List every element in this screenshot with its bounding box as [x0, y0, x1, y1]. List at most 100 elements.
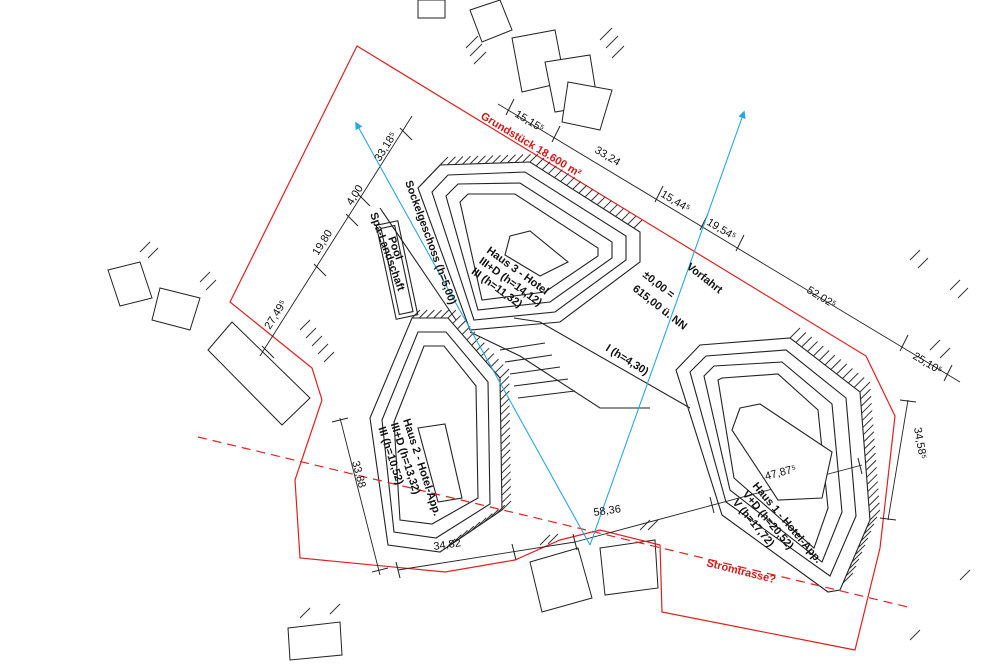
- slope-hatch: [500, 449, 511, 460]
- slope-hatch: [499, 375, 510, 386]
- slope-hatch: [830, 359, 842, 370]
- slope-hatch: [499, 390, 510, 401]
- slope-hatch: [584, 188, 594, 198]
- slope-hatch: [572, 180, 582, 190]
- slope-hatch: [824, 354, 836, 366]
- dim-33-24: 33,24: [592, 144, 622, 168]
- neighbor-buildings: [107, 0, 659, 661]
- slope-hatch: [514, 154, 524, 163]
- slope-hatch: [836, 363, 848, 375]
- slope-hatch: [499, 383, 510, 394]
- slope-hatch: [842, 368, 853, 379]
- slope-hatch: [845, 565, 857, 577]
- slope-hatch: [590, 192, 600, 202]
- slope-hatch: [863, 431, 875, 443]
- slope-hatch: [818, 350, 830, 361]
- slope-hatch: [578, 184, 588, 194]
- slope-hatch: [801, 336, 813, 348]
- slope-hatch: [789, 327, 801, 339]
- slope-hatch: [621, 211, 631, 221]
- slope-hatch: [867, 488, 879, 500]
- slope-hatch: [470, 521, 481, 532]
- slope-hatch: [469, 155, 479, 165]
- slope-hatch: [859, 381, 871, 393]
- slope-hatch: [853, 377, 865, 388]
- haus-3-hatching: [417, 153, 643, 229]
- slope-hatch: [494, 364, 504, 373]
- slope-hatch: [501, 471, 511, 482]
- dim-34-58: 34,58⁵: [911, 426, 928, 460]
- haus-3-core: [504, 230, 570, 277]
- haus-1-footprint: [675, 337, 871, 593]
- slope-hatch: [501, 478, 512, 489]
- neighbor-hatching: [139, 27, 971, 641]
- slope-hatch: [596, 196, 606, 206]
- slope-hatch: [501, 463, 511, 474]
- slope-hatch: [495, 504, 506, 515]
- slope-hatch: [484, 155, 494, 164]
- dimension-ticks: [261, 98, 953, 579]
- slope-hatch: [500, 405, 510, 416]
- slope-hatch: [866, 516, 878, 528]
- slope-hatch: [500, 456, 511, 467]
- connector-label: I (h=4,30): [603, 342, 650, 378]
- dim-33-18: 33,18⁵: [372, 130, 399, 164]
- slope-hatch: [426, 309, 435, 319]
- slope-hatch: [860, 530, 872, 542]
- slope-hatch: [867, 481, 879, 492]
- slope-hatch: [471, 336, 480, 346]
- slope-hatch: [489, 509, 499, 519]
- slope-hatch: [492, 154, 501, 164]
- slope-hatch: [861, 410, 873, 421]
- haus-2-core: [417, 423, 463, 503]
- slope-hatch: [807, 341, 818, 352]
- slope-hatch: [812, 345, 824, 357]
- slope-hatch: [609, 204, 618, 213]
- slope-hatch: [500, 412, 511, 423]
- slope-hatch: [452, 534, 462, 544]
- slope-hatch: [433, 309, 442, 319]
- slope-hatch: [854, 544, 866, 556]
- slope-hatch: [529, 153, 539, 163]
- slope-hatch: [464, 525, 475, 536]
- slope-hatch: [864, 438, 875, 450]
- slope-hatch: [627, 215, 637, 225]
- slope-hatch: [501, 485, 512, 496]
- slope-hatch: [500, 397, 510, 408]
- slope-hatch: [869, 502, 880, 514]
- slope-hatch: [485, 353, 495, 362]
- dim-25-10: 25,10⁵: [910, 350, 944, 377]
- slope-hatch: [861, 402, 873, 414]
- power-line-label: Stromtrasse?: [705, 557, 777, 586]
- dim-58-36: 58,36: [593, 503, 622, 519]
- power-line: [197, 436, 913, 609]
- slope-hatch: [560, 173, 569, 182]
- slope-hatch: [418, 309, 428, 319]
- slope-hatch: [507, 154, 516, 164]
- haus-1-core: [731, 403, 833, 501]
- dim-19-54: 19,54⁵: [704, 216, 738, 243]
- slope-hatch: [500, 427, 511, 438]
- slope-hatch: [541, 161, 551, 171]
- slope-hatch: [860, 395, 872, 407]
- slope-hatch: [848, 558, 860, 570]
- slope-hatch: [461, 326, 471, 335]
- slope-hatch: [522, 153, 531, 163]
- slope-hatch: [500, 419, 511, 430]
- slope-hatch: [445, 538, 456, 549]
- slope-hatch: [452, 315, 462, 324]
- slope-hatch: [411, 309, 421, 319]
- slope-hatch: [865, 459, 877, 471]
- slope-hatch: [851, 551, 863, 563]
- slope-hatch: [547, 165, 557, 175]
- slope-hatch: [615, 208, 624, 217]
- plot-boundary: [229, 45, 896, 651]
- slope-hatch: [477, 155, 486, 165]
- sockel-label: Sockelgeschoss (h=5,00): [402, 179, 458, 307]
- slope-hatch: [862, 424, 874, 436]
- slope-hatch: [566, 176, 576, 186]
- slope-hatch: [440, 309, 450, 319]
- slope-hatch: [866, 466, 878, 478]
- spa-area: [375, 207, 457, 321]
